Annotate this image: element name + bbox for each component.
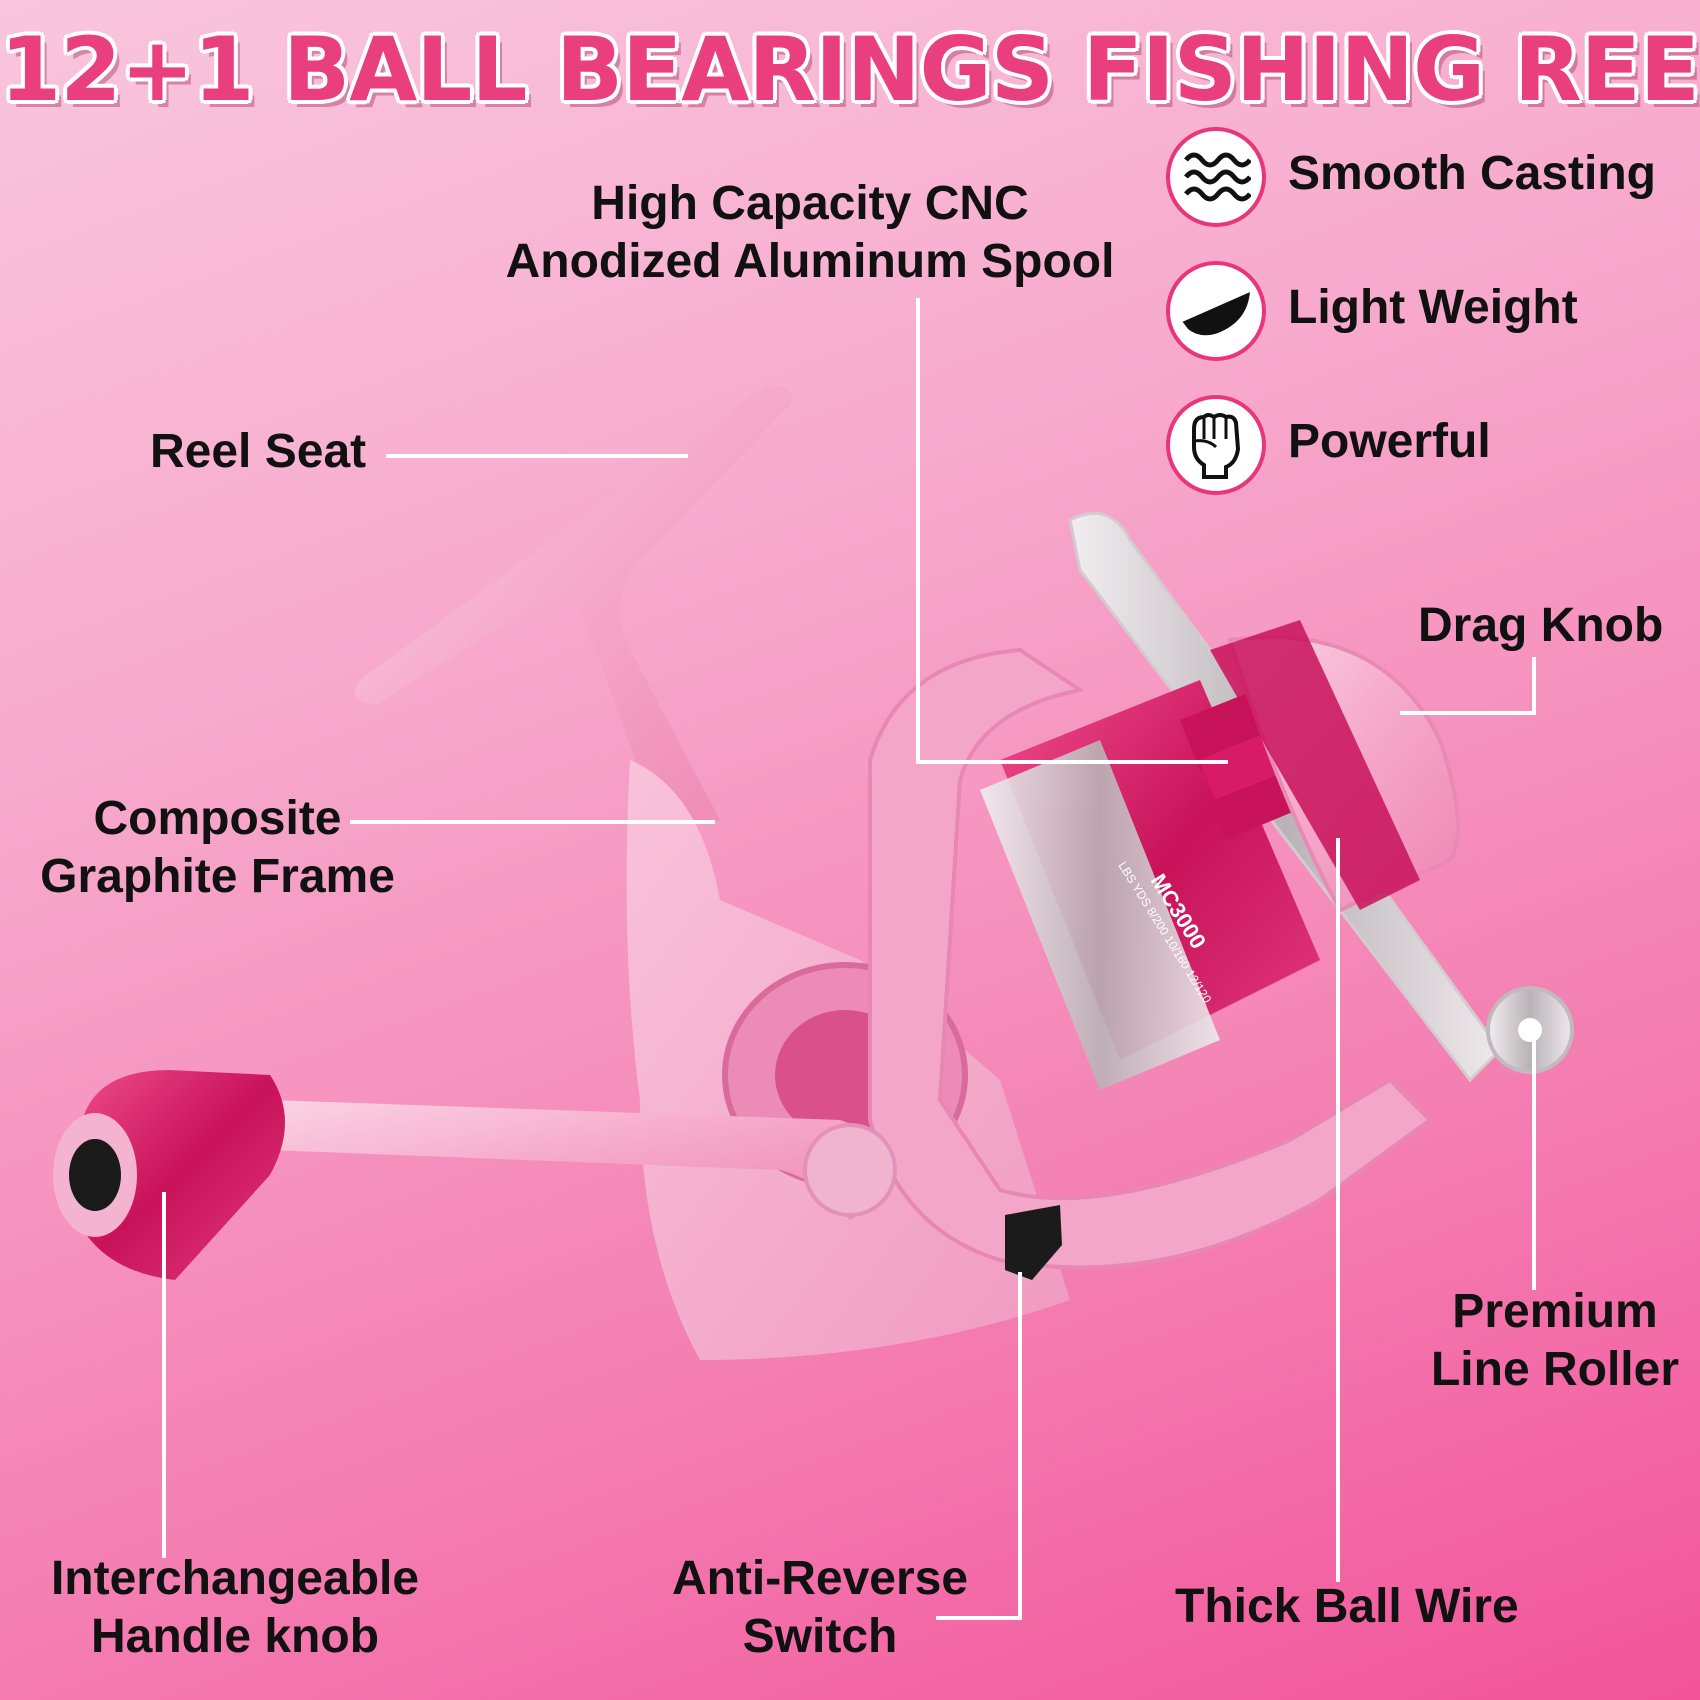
callout-anti-reverse-line2: Switch [742,1610,898,1663]
reel-handle [53,1070,897,1280]
line-roller [1486,986,1574,1074]
callout-anti-reverse-line1: Anti-Reverse [671,1552,969,1605]
callout-spool-line2: Anodized Aluminum Spool [505,235,1115,288]
leader-handle-knob [162,1192,166,1558]
callout-spool-line1: High Capacity CNC [591,177,1029,230]
callout-ball-wire: Thick Ball Wire [1175,1580,1519,1633]
feature-smooth-casting: Smooth Casting [1288,147,1656,200]
reel-frame [626,760,1070,1360]
fist-icon [1166,395,1266,495]
leader-anti-reverse-vertical [1018,1272,1022,1620]
leader-anti-reverse-horizontal [936,1616,1022,1620]
leader-reel-seat [386,454,688,458]
callout-spool: High Capacity CNC Anodized Aluminum Spoo… [470,175,1150,291]
reel-seat [355,385,793,830]
leader-spool-vertical [916,298,920,764]
callout-handle-knob-line2: Handle knob [90,1610,380,1663]
anti-reverse-switch [1005,1205,1062,1280]
callout-frame-line1: Composite [93,792,342,845]
feature-powerful: Powerful [1288,415,1491,468]
feature-light-weight: Light Weight [1288,281,1578,334]
leader-drag-horizontal [1400,711,1536,715]
leader-frame [350,820,715,824]
callout-handle-knob: Interchangeable Handle knob [30,1550,440,1666]
callout-anti-reverse: Anti-Reverse Switch [650,1550,990,1666]
feather-icon [1166,261,1266,361]
callout-frame: Composite Graphite Frame [20,790,415,906]
leader-drag-vertical [1532,657,1536,715]
callout-frame-line2: Graphite Frame [40,850,395,903]
callout-handle-knob-line1: Interchangeable [50,1552,420,1605]
leader-ball-wire [1336,838,1340,1582]
drag-knob [1210,620,1460,913]
callout-drag-knob: Drag Knob [1418,599,1664,652]
leader-line-roller [1532,1040,1536,1290]
leader-spool-horizontal [916,760,1228,764]
callout-line-roller-line1: Premium [1452,1285,1658,1338]
page-title: 12+1 BALL BEARINGS FISHING REEL [0,18,1700,121]
waves-icon [1166,127,1266,227]
callout-reel-seat: Reel Seat [150,425,367,478]
callout-line-roller-line2: Line Roller [1430,1343,1680,1396]
callout-line-roller: Premium Line Roller [1410,1283,1700,1399]
